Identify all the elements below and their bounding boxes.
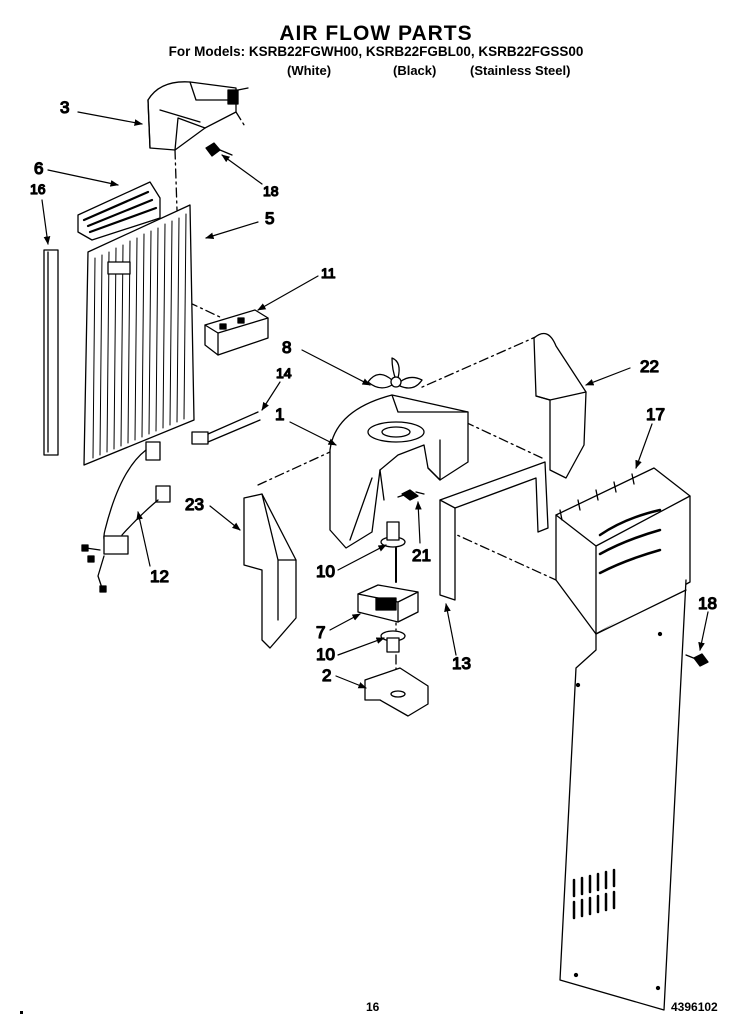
callout-10-upper: 10 bbox=[316, 562, 335, 581]
part-12-wire-harness bbox=[81, 441, 171, 593]
callout-2: 2 bbox=[322, 666, 331, 685]
callout-11: 11 bbox=[321, 265, 336, 281]
part-7-motor bbox=[357, 547, 419, 623]
part-10-grommet-lower bbox=[380, 630, 406, 653]
callout-5: 5 bbox=[265, 209, 274, 228]
part-22-duct-side bbox=[533, 332, 587, 479]
callout-10-lower: 10 bbox=[316, 645, 335, 664]
part-8-fan-blade bbox=[367, 357, 423, 389]
callout-18-top: 18 bbox=[263, 183, 279, 199]
callout-13: 13 bbox=[452, 654, 471, 673]
part-2-bracket bbox=[364, 667, 429, 717]
callout-22: 22 bbox=[640, 357, 659, 376]
part-21-screw bbox=[397, 489, 425, 501]
part-14-heater bbox=[191, 411, 261, 445]
corner-mark bbox=[20, 1011, 23, 1014]
page-title: AIR FLOW PARTS bbox=[279, 22, 473, 45]
part-16-strip bbox=[43, 249, 59, 456]
part-11-thermostat bbox=[204, 309, 269, 356]
variant-white: (White) bbox=[287, 63, 332, 78]
part-17-rear-duct bbox=[555, 467, 691, 1011]
callout-8: 8 bbox=[282, 338, 291, 357]
variant-black: (Black) bbox=[393, 63, 437, 78]
callout-1: 1 bbox=[275, 405, 284, 424]
part-6-grille bbox=[77, 181, 161, 241]
callout-7: 7 bbox=[316, 623, 325, 642]
callout-12: 12 bbox=[150, 567, 169, 586]
part-18-screw-right bbox=[685, 653, 709, 667]
document-number: 4396102 bbox=[671, 1000, 718, 1014]
callout-3: 3 bbox=[60, 98, 69, 117]
part-18-screw-top bbox=[205, 142, 233, 157]
variant-stainless: (Stainless Steel) bbox=[470, 63, 571, 78]
part-3-duct bbox=[147, 81, 249, 151]
callout-17: 17 bbox=[646, 405, 665, 424]
part-1-fan-housing bbox=[329, 394, 469, 549]
callout-14: 14 bbox=[276, 365, 292, 381]
callout-18-right: 18 bbox=[698, 594, 717, 613]
page-number: 16 bbox=[366, 1000, 380, 1014]
part-23-duct-side bbox=[243, 493, 297, 649]
part-5-cover-panel bbox=[83, 204, 195, 466]
leader-lines bbox=[41, 111, 709, 689]
callout-6: 6 bbox=[34, 159, 43, 178]
callout-23: 23 bbox=[185, 495, 204, 514]
part-13-channel bbox=[439, 461, 549, 601]
callout-21: 21 bbox=[412, 546, 431, 565]
model-list: For Models: KSRB22FGWH00, KSRB22FGBL00, … bbox=[168, 44, 584, 59]
callout-16: 16 bbox=[30, 181, 46, 197]
part-10-grommet-upper bbox=[380, 521, 406, 548]
